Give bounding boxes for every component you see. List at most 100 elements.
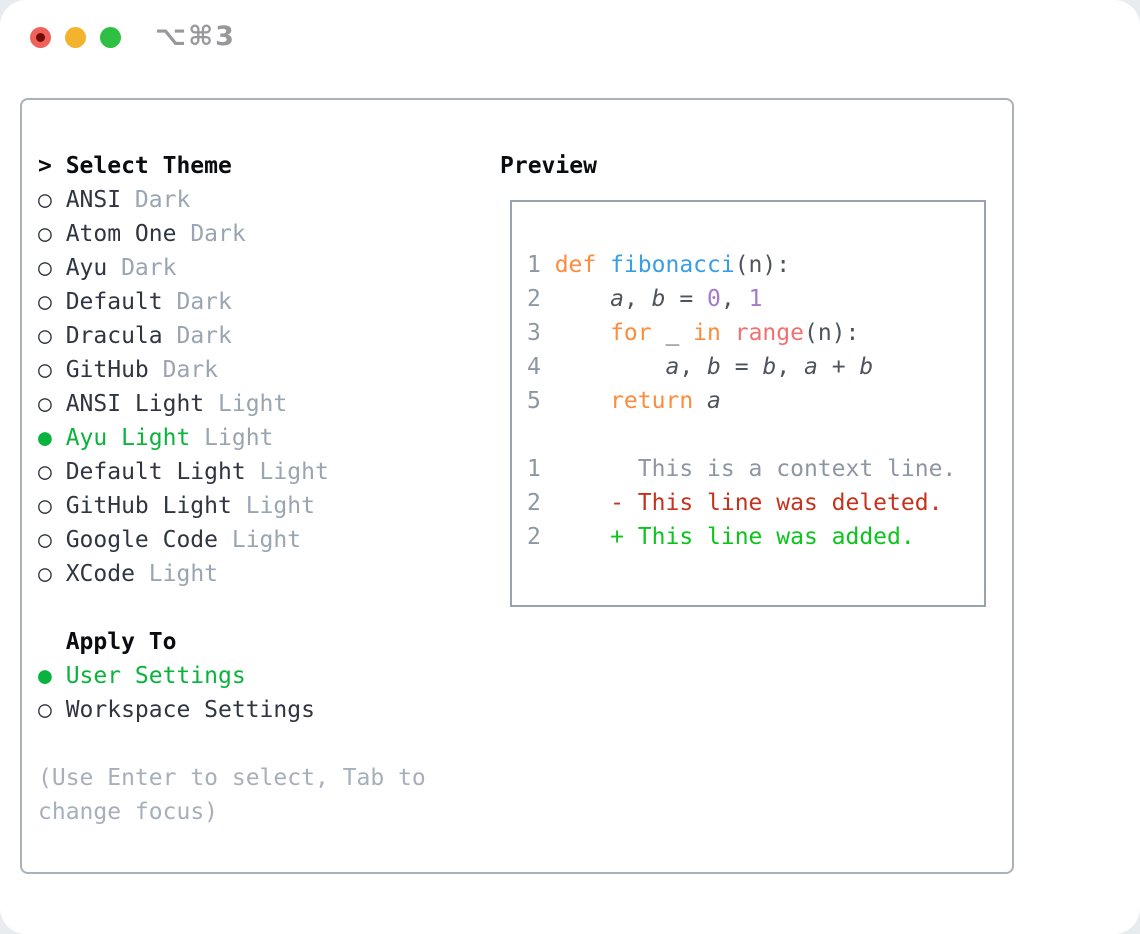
help-text: (Use Enter to select, Tab to change focus…: [38, 761, 426, 829]
theme-item-dracula[interactable]: ○Dracula Dark: [38, 319, 329, 353]
code-segment-tx: ,: [623, 286, 652, 312]
theme-item-default-light[interactable]: ○Default Light Light: [38, 455, 329, 489]
preview-line-9: 2 + This line was added.: [527, 520, 978, 554]
close-button[interactable]: [30, 27, 51, 48]
radio-selected-icon: ●: [38, 425, 52, 451]
code-segment-tx: [555, 524, 610, 550]
theme-variant: Light: [218, 527, 302, 553]
theme-item-atom-one[interactable]: ○Atom One Dark: [38, 217, 329, 251]
line-number: 3: [527, 320, 541, 346]
theme-variant: Light: [134, 561, 219, 587]
radio-icon: ○: [38, 323, 52, 349]
zoom-button[interactable]: [100, 27, 121, 48]
code-segment-numlit: 0: [707, 286, 721, 312]
radio-icon: ○: [38, 527, 52, 553]
code-segment-v: a: [610, 286, 624, 312]
line-number: 5: [527, 388, 541, 414]
theme-item-ayu-light[interactable]: ●Ayu Light Light: [38, 421, 329, 455]
code-segment-tx: [555, 286, 610, 312]
theme-name: GitHub Light: [65, 493, 232, 519]
apply-option-user-settings[interactable]: ● User Settings: [38, 659, 315, 693]
theme-variant: Dark: [107, 255, 177, 281]
theme-item-github-light[interactable]: ○GitHub Light Light: [38, 489, 329, 523]
apply-to-title: Apply To: [65, 629, 177, 655]
code-segment-del: - This line was deleted.: [610, 490, 943, 516]
code-segment-tx: [555, 354, 666, 380]
code-segment-v: b: [762, 354, 777, 380]
preview-line-8: 2 - This line was deleted.: [527, 486, 978, 520]
theme-item-xcode[interactable]: ○XCode Light: [38, 557, 329, 591]
code-segment-fn: fibonacci: [610, 252, 735, 278]
theme-list-title: Select Theme: [65, 153, 232, 179]
theme-name: Ayu: [65, 255, 108, 281]
apply-to-section: Apply To ● User Settings ○Workspace Setting…: [38, 625, 315, 727]
theme-name: ANSI Light: [65, 391, 205, 417]
line-number: 2: [527, 524, 541, 550]
theme-item-github[interactable]: ○GitHub Dark: [38, 353, 329, 387]
code-segment-tx: [555, 320, 610, 346]
preview-line-4: 4 a, b = b, a + b: [527, 350, 978, 384]
preview-title: Preview: [500, 153, 597, 179]
code-segment-tx: [555, 456, 638, 482]
theme-name: Default Light: [65, 459, 246, 485]
theme-name: Dracula: [65, 323, 163, 349]
theme-item-default[interactable]: ○Default Dark: [38, 285, 329, 319]
line-number: [527, 418, 555, 452]
radio-icon: ○: [38, 493, 52, 519]
preview-blank-line: [527, 418, 978, 452]
theme-item-ansi[interactable]: ○ANSI Dark: [38, 183, 329, 217]
radio-icon: ○: [38, 255, 52, 281]
code-segment-tx: [555, 490, 610, 516]
theme-variant: Dark: [176, 221, 246, 247]
minimize-button[interactable]: [65, 27, 86, 48]
code-segment-tx: =: [665, 286, 708, 312]
code-segment-tx: ,: [776, 354, 804, 380]
code-segment-ctx: This is a context line.: [637, 456, 957, 482]
code-segment-tx: ,: [679, 354, 708, 380]
code-segment-numlit: 1: [748, 286, 763, 312]
theme-name: Atom One: [65, 221, 177, 247]
radio-icon: ○: [38, 561, 52, 587]
code-segment-add: + This line was added.: [610, 524, 915, 550]
theme-variant: Dark: [162, 289, 232, 315]
code-segment-v: b: [859, 354, 874, 380]
theme-name: Google Code: [65, 527, 219, 553]
code-segment-kw: def: [554, 252, 611, 278]
focus-caret-icon: >: [38, 153, 52, 179]
theme-variant: Dark: [121, 187, 191, 213]
radio-icon: ○: [38, 697, 52, 723]
theme-variant: Light: [245, 459, 329, 485]
theme-item-google-code[interactable]: ○ Google Code Light: [38, 523, 329, 557]
radio-selected-icon: ●: [38, 663, 52, 689]
radio-icon: ○: [38, 357, 52, 383]
help-line-2: change focus): [38, 799, 219, 825]
radio-icon: ○: [38, 391, 52, 417]
code-segment-tx: (n):: [803, 320, 860, 346]
line-number: 1: [527, 456, 541, 482]
code-segment-kw: in: [693, 320, 735, 346]
radio-icon: ○: [38, 289, 52, 315]
theme-list-header: > Select Theme: [38, 149, 329, 183]
theme-item-ansi-light[interactable]: ○ ANSI Light Light: [38, 387, 329, 421]
code-segment-v: b: [707, 354, 721, 380]
theme-item-ayu[interactable]: ○ Ayu Dark: [38, 251, 329, 285]
preview-line-2: 2 a, b = 0, 1: [527, 282, 978, 316]
apply-option-label: User Settings: [65, 663, 246, 689]
theme-name: ANSI: [65, 187, 122, 213]
apply-option-workspace-settings[interactable]: ○Workspace Settings: [38, 693, 315, 727]
titlebar: ⌥⌘3: [0, 0, 1140, 76]
help-line-1: (Use Enter to select, Tab to: [38, 765, 426, 791]
window-title: ⌥⌘3: [155, 21, 236, 52]
theme-variant: Dark: [148, 357, 219, 383]
line-number: 2: [527, 490, 541, 516]
code-segment-v: a: [665, 354, 680, 380]
apply-to-header: Apply To: [38, 625, 315, 659]
theme-variant: Light: [190, 425, 274, 451]
code-segment-kw: return: [610, 388, 708, 414]
line-number: 2: [527, 286, 541, 312]
code-segment-tx: ,: [720, 286, 749, 312]
line-number: 1: [527, 252, 541, 278]
theme-variant: Light: [204, 391, 288, 417]
